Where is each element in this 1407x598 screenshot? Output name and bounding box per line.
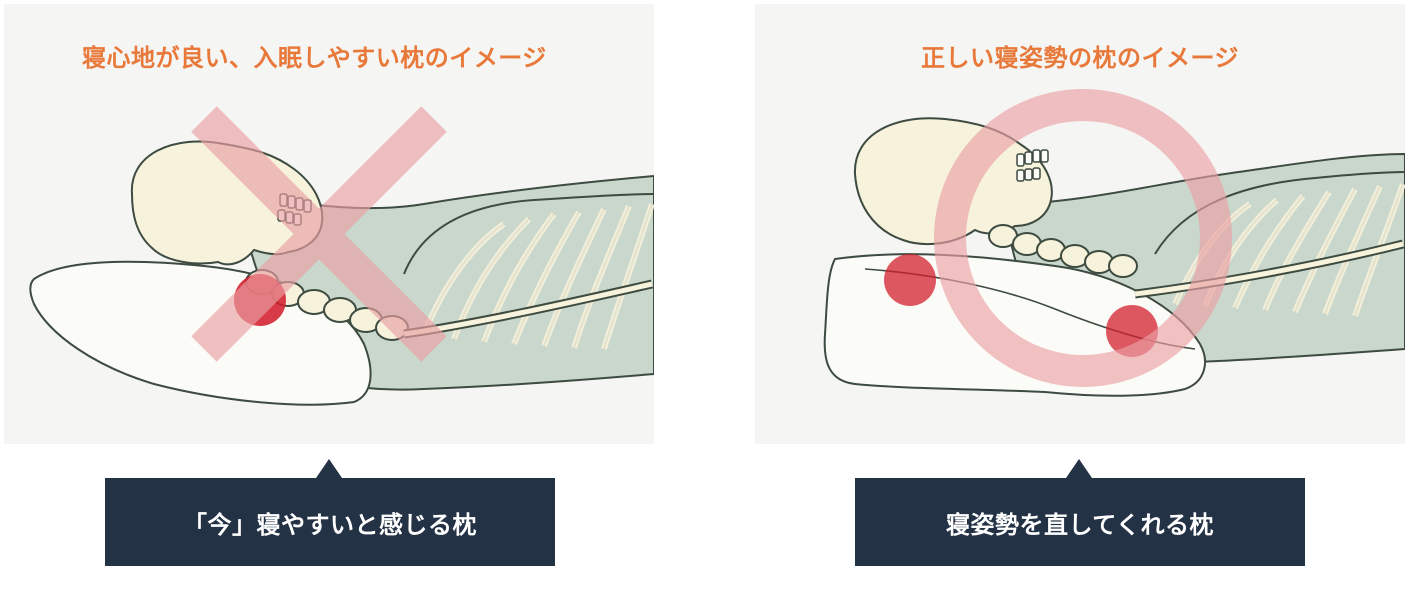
teeth bbox=[1016, 149, 1049, 182]
right-caption-box: 寝姿勢を直してくれる枕 bbox=[855, 478, 1305, 566]
left-caption-arrow bbox=[316, 459, 342, 478]
right-caption-arrow bbox=[1066, 459, 1092, 478]
incorrect-posture-illustration bbox=[29, 106, 654, 406]
right-illustration-panel: 正しい寝姿勢の枕のイメージ bbox=[755, 4, 1405, 444]
correct-posture-illustration bbox=[823, 89, 1405, 397]
cross-mark-icon bbox=[191, 106, 447, 362]
cervical-vertebrae bbox=[988, 224, 1138, 278]
left-illustration-panel: 寝心地が良い、入眠しやすい枕のイメージ bbox=[4, 4, 654, 444]
head-support-point bbox=[884, 254, 936, 306]
clavicle-inner bbox=[1134, 241, 1404, 297]
left-caption-box: 「今」寝やすいと感じる枕 bbox=[105, 478, 555, 566]
circle-mark-icon bbox=[934, 89, 1232, 387]
right-panel-title: 正しい寝姿勢の枕のイメージ bbox=[920, 44, 1240, 72]
left-panel-title: 寝心地が良い、入眠しやすい枕のイメージ bbox=[82, 44, 547, 72]
